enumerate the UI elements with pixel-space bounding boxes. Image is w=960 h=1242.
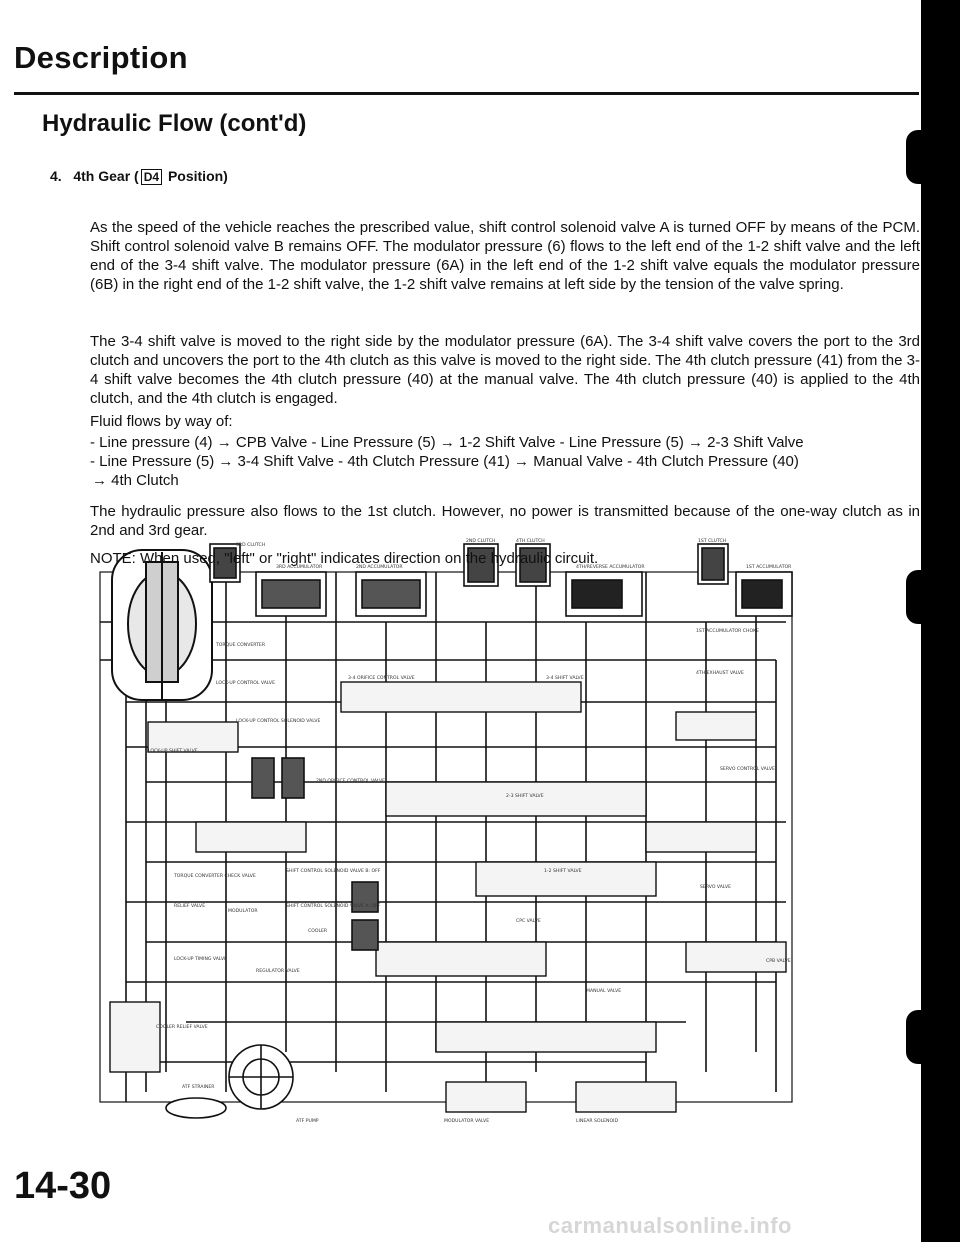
torque-converter-symbol bbox=[111, 549, 213, 701]
label-modulator: MODULATOR bbox=[228, 908, 258, 914]
label-manual-valve: MANUAL VALVE bbox=[586, 988, 621, 994]
label-23-shift-valve: 2-3 SHIFT VALVE bbox=[506, 793, 544, 799]
label-lockup-timing-valve: LOCK-UP TIMING VALVE bbox=[174, 956, 227, 962]
subheading: 4. 4th Gear (D4 Position) bbox=[50, 168, 228, 185]
label-1st-clutch: 1ST CLUTCH bbox=[698, 538, 726, 544]
label-linear-solenoid: LINEAR SOLENOID bbox=[576, 1118, 618, 1124]
clutch-packs bbox=[209, 543, 729, 587]
label-torque-converter: TORQUE CONVERTER bbox=[215, 642, 266, 648]
paragraph-4: The hydraulic pressure also flows to the… bbox=[90, 503, 920, 539]
flow-line-3: → 4th Clutch bbox=[92, 472, 179, 489]
item-number: 4. bbox=[50, 168, 62, 184]
label-12-shift-valve: 1-2 SHIFT VALVE bbox=[544, 868, 582, 874]
label-modulator-valve: MODULATOR VALVE bbox=[444, 1118, 489, 1124]
label-4th-clutch: 4TH CLUTCH bbox=[516, 538, 545, 544]
label-cpc-valve: CPC VALVE bbox=[516, 918, 541, 924]
note: NOTE: When used, "left" or "right" indic… bbox=[90, 550, 599, 567]
hydraulic-circuit-diagram: 3RD CLUTCH 3RD ACCUMULATOR 2ND ACCUMULAT… bbox=[86, 532, 806, 1132]
label-servo-control-valve: SERVO CONTROL VALVE bbox=[720, 766, 775, 772]
label-servo-valve: SERVO VALVE bbox=[700, 884, 731, 890]
valve-bodies bbox=[109, 681, 787, 1113]
label-tc-check-valve: TORQUE CONVERTER CHECK VALVE bbox=[173, 873, 256, 879]
label-1st-accumulator-choke: 1ST ACCUMULATOR CHOKE bbox=[696, 628, 759, 634]
label-lockup-control-valve: LOCK-UP CONTROL VALVE bbox=[216, 680, 275, 686]
paragraph-3: Fluid flows by way of: bbox=[90, 413, 233, 430]
paragraph-2: The 3-4 shift valve is moved to the righ… bbox=[90, 333, 920, 407]
label-regulator-valve: REGULATOR VALVE bbox=[256, 968, 300, 974]
shift-solenoids bbox=[251, 757, 379, 951]
label-solenoid-valve-b: SHIFT CONTROL SOLENOID VALVE B: OFF bbox=[286, 868, 381, 874]
tab-mark-2 bbox=[906, 570, 930, 624]
label-relief-valve: RELIEF VALVE bbox=[174, 903, 205, 909]
label-atf-pump: ATF PUMP bbox=[296, 1118, 319, 1124]
label-2nd-accumulator: 2ND ACCUMULATOR bbox=[356, 564, 403, 570]
page-number: 14-30 bbox=[14, 1165, 112, 1207]
flow-line-1: - Line pressure (4) → CPB Valve - Line P… bbox=[90, 434, 804, 451]
paragraph-1: As the speed of the vehicle reaches the … bbox=[90, 219, 920, 293]
atf-pump-symbol bbox=[165, 1044, 294, 1119]
tab-mark-1 bbox=[906, 130, 930, 184]
hydraulic-circuit-svg: 3RD CLUTCH 3RD ACCUMULATOR 2ND ACCUMULAT… bbox=[99, 538, 793, 1124]
label-34-shift-valve: 3-4 SHIFT VALVE bbox=[546, 675, 584, 681]
tab-mark-3 bbox=[906, 1010, 930, 1064]
label-lockup-control-solenoid: LOCK-UP CONTROL SOLENOID VALVE bbox=[236, 718, 320, 724]
title-rule bbox=[14, 92, 919, 95]
accumulators bbox=[255, 571, 793, 617]
label-34-orifice-control-valve: 3-4 ORIFICE CONTROL VALVE bbox=[348, 675, 415, 681]
flow-list: - Line pressure (4) → CPB Valve - Line P… bbox=[90, 433, 920, 490]
item-title-before: 4th Gear ( bbox=[73, 168, 139, 184]
page-title: Description bbox=[14, 40, 188, 75]
flow-line-2: - Line Pressure (5) → 3-4 Shift Valve - … bbox=[90, 453, 799, 470]
label-2nd-clutch: 2ND CLUTCH bbox=[466, 538, 495, 544]
diagram-labels: 3RD CLUTCH 3RD ACCUMULATOR 2ND ACCUMULAT… bbox=[148, 538, 792, 1124]
watermark: carmanualsonline.info bbox=[548, 1213, 792, 1238]
d4-position-mark: D4 bbox=[140, 169, 163, 185]
label-1st-accumulator: 1ST ACCUMULATOR bbox=[746, 564, 792, 570]
label-cooler-relief-valve: COOLER RELIEF VALVE bbox=[156, 1024, 208, 1030]
label-3rd-clutch: 3RD CLUTCH bbox=[236, 542, 265, 548]
section-title: Hydraulic Flow (cont'd) bbox=[42, 110, 307, 137]
label-cooler: COOLER bbox=[308, 928, 328, 934]
label-2nd-orifice-control-valve: 2ND ORIFICE CONTROL VALVE bbox=[316, 778, 385, 784]
item-title-after: Position) bbox=[164, 168, 228, 184]
label-3rd-accumulator: 3RD ACCUMULATOR bbox=[276, 564, 323, 570]
label-atf-strainer: ATF STRAINER bbox=[182, 1084, 215, 1090]
label-4th-exhaust-valve: 4TH EXHAUST VALVE bbox=[696, 670, 744, 676]
label-cpb-valve: CPB VALVE bbox=[766, 958, 791, 964]
label-solenoid-valve-a: SHIFT CONTROL SOLENOID VALVE A: OFF bbox=[286, 903, 381, 909]
label-lockup-shift-valve: LOCK-UP SHIFT VALVE bbox=[148, 748, 198, 754]
label-4th-reverse-accumulator: 4TH/REVERSE ACCUMULATOR bbox=[576, 564, 645, 570]
